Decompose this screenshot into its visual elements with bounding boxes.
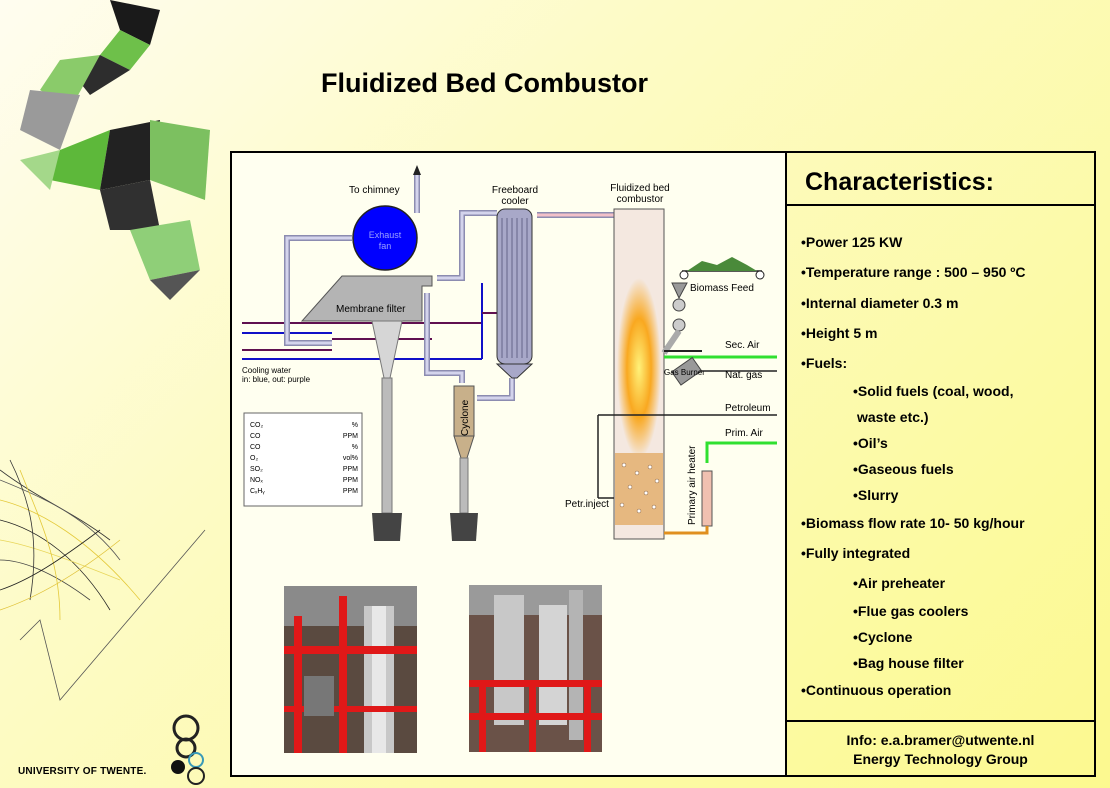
primary-air-heater <box>701 470 713 527</box>
petroleum-label: Petroleum <box>725 403 771 414</box>
line-burst <box>0 459 206 701</box>
gas-unit: PPM <box>343 466 358 473</box>
filter-hopper <box>371 320 403 379</box>
list-item: •Gaseous fuels <box>853 461 954 477</box>
sec-air-label: Sec. Air <box>725 340 760 351</box>
exhaust-fan <box>352 205 418 271</box>
fb-combustor-label-2: combustor <box>617 194 664 205</box>
list-item: •Height 5 m <box>801 325 878 341</box>
gas-unit: % <box>352 422 358 429</box>
gas-unit: PPM <box>343 433 358 440</box>
info-divider <box>787 720 1094 722</box>
characteristics-title: Characteristics: <box>805 168 994 196</box>
biomass-pile <box>687 257 757 271</box>
list-item: •Internal diameter 0.3 m <box>801 295 959 311</box>
biomass-feed-label: Biomass Feed <box>690 283 754 294</box>
page-title: Fluidized Bed Combustor <box>321 68 648 98</box>
gas-unit: PPM <box>343 477 358 484</box>
contact-info: Info: e.a.bramer@utwente.nl Energy Techn… <box>787 731 1094 769</box>
green-polygon-cluster <box>20 0 210 300</box>
freeboard-cooler-label-1: Freeboard <box>492 185 538 196</box>
gas-species: CO₂ <box>250 422 264 429</box>
list-item: •Biomass flow rate 10- 50 kg/hour <box>801 515 1025 531</box>
circle-logo-mark <box>171 714 205 785</box>
to-chimney-label: To chimney <box>349 185 400 196</box>
gas-unit: % <box>352 444 358 451</box>
characteristics-panel: Characteristics: •Power 125 KW •Temperat… <box>787 153 1094 775</box>
prim-air-label: Prim. Air <box>725 428 763 439</box>
gas-analysis-table <box>243 412 363 507</box>
list-item: •Fully integrated <box>801 545 911 561</box>
facility-photo-2 <box>469 585 602 752</box>
gas-unit: vol% <box>343 455 358 462</box>
gas-species: O₂ <box>250 455 258 462</box>
flame <box>617 278 661 458</box>
freeboard-cooler-label-2: cooler <box>501 196 529 207</box>
gas-burner-label: Gas Burner <box>664 368 705 377</box>
list-item: waste etc.) <box>857 409 929 425</box>
gas-species: SO₂ <box>250 466 263 473</box>
list-item: •Slurry <box>853 487 899 503</box>
list-item: •Temperature range : 500 – 950 ºC <box>801 264 1026 280</box>
primary-air-heater-label: Primary air heater <box>687 445 698 525</box>
contact-email: Info: e.a.bramer@utwente.nl <box>846 732 1035 748</box>
cooling-water-label-2: in: blue, out: purple <box>242 375 311 384</box>
membrane-filter <box>300 275 433 322</box>
list-item: •Air preheater <box>853 575 946 591</box>
list-item: •Continuous operation <box>801 682 952 698</box>
gas-unit: PPM <box>343 488 358 495</box>
gas-species: CₓHᵧ <box>250 488 265 495</box>
gas-species: NOₓ <box>250 477 264 484</box>
list-item: •Fuels: <box>801 355 848 371</box>
group-name: Energy Technology Group <box>853 751 1028 767</box>
fb-combustor-label-1: Fluidized bed <box>610 183 669 194</box>
title-divider <box>787 204 1094 206</box>
university-logo-text: UNIVERSITY OF TWENTE. <box>18 766 147 777</box>
frame-divider <box>785 151 787 777</box>
facility-photo-1 <box>284 586 417 753</box>
diagram-area: To chimney Exhaust fan Membrane filter F… <box>232 153 786 775</box>
list-item: •Flue gas coolers <box>853 603 969 619</box>
nat-gas-label: Nat. gas <box>725 370 762 381</box>
petr-inject-label: Petr.inject <box>565 499 609 510</box>
cooling-water-label-1: Cooling water <box>242 366 291 375</box>
list-item: •Bag house filter <box>853 655 964 671</box>
list-item: •Power 125 KW <box>801 234 903 250</box>
gas-analysis-rows: CO₂ % CO PPM CO % O₂ vol% SO₂ PPM NOₓ PP… <box>250 422 358 495</box>
list-item: •Oil’s <box>853 435 888 451</box>
decorative-artwork <box>0 0 210 785</box>
exhaust-fan-label-2: fan <box>379 241 392 251</box>
exhaust-fan-label-1: Exhaust <box>369 230 402 240</box>
cyclone-label: Cyclone <box>460 399 471 436</box>
list-item: •Cyclone <box>853 629 913 645</box>
process-diagram: To chimney Exhaust fan Membrane filter F… <box>242 165 777 541</box>
membrane-filter-label: Membrane filter <box>336 304 406 315</box>
list-item: •Solid fuels (coal, wood, <box>853 383 1014 399</box>
gas-species: CO <box>250 444 261 451</box>
content-frame <box>230 151 1096 777</box>
gas-species: CO <box>250 433 261 440</box>
